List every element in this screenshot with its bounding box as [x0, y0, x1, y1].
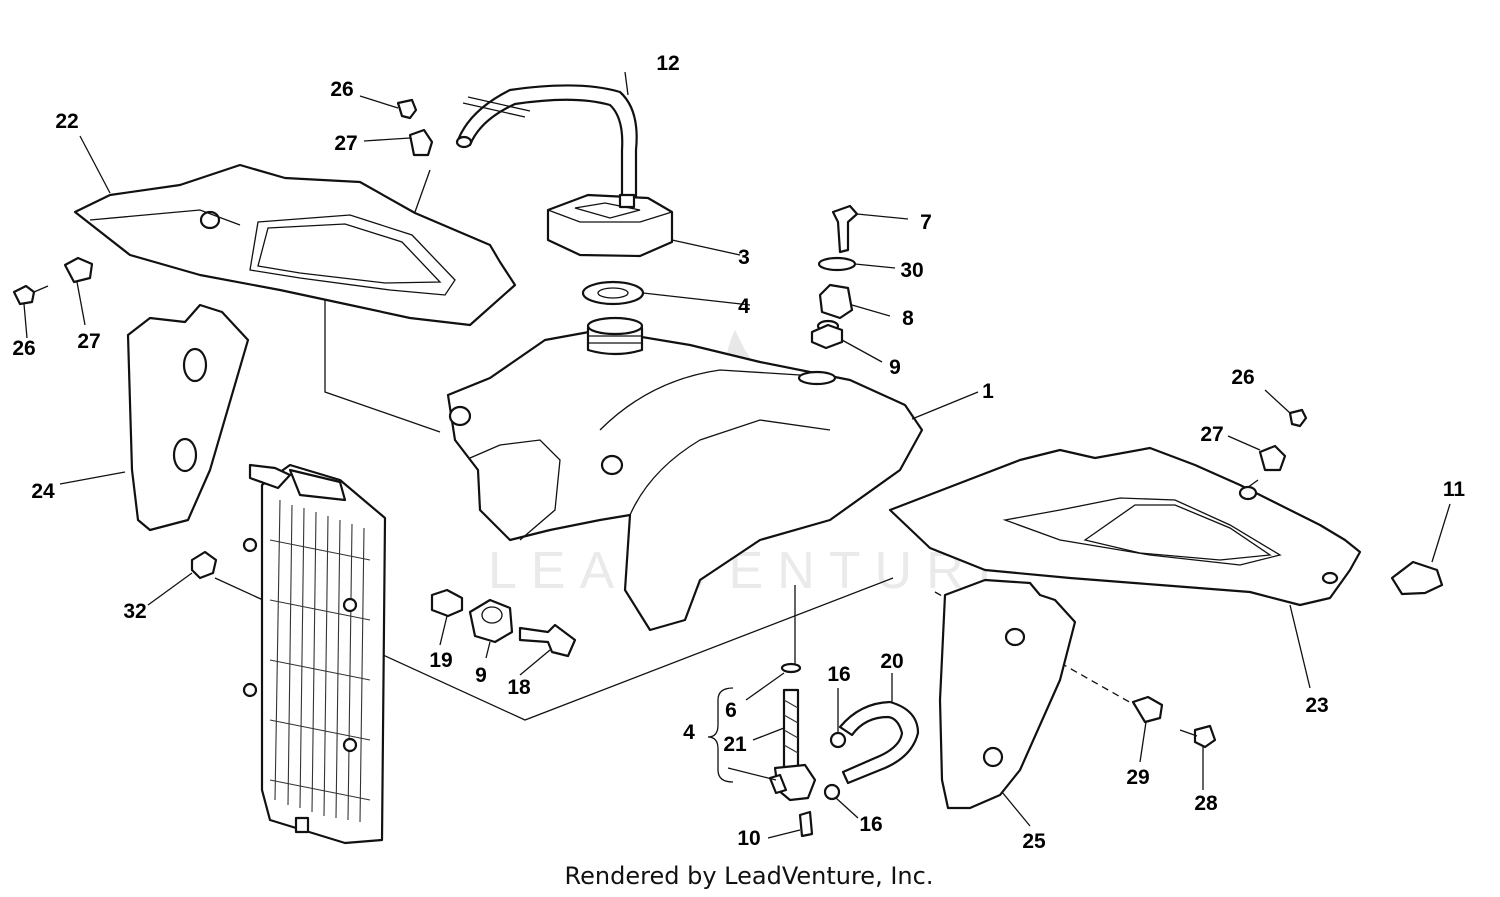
callout-label: 26 — [1231, 366, 1254, 389]
callout-label: 22 — [55, 110, 78, 133]
callout-label: 18 — [507, 676, 531, 699]
callout-label: 7 — [920, 211, 932, 234]
callout-leaders — [23, 71, 1451, 839]
callout-label: 1 — [982, 380, 994, 403]
left-lower-panel — [126, 303, 250, 532]
callout-label: 29 — [1126, 766, 1149, 789]
fuel-hose — [823, 700, 920, 801]
vent-hose — [455, 84, 638, 202]
callout-label: 4 — [738, 295, 750, 318]
fasteners — [12, 98, 1308, 749]
callout-label: 9 — [889, 356, 901, 379]
callout-label: 27 — [334, 132, 357, 155]
callout-label: 23 — [1305, 694, 1328, 717]
callout-label: 21 — [723, 733, 747, 756]
callout-label: 16 — [827, 663, 850, 686]
callout-label: 25 — [1022, 830, 1046, 853]
callout-label: 10 — [737, 827, 760, 850]
callout-label: 26 — [330, 78, 353, 101]
tank-mount-stack — [810, 204, 859, 350]
side-mount-stack — [430, 588, 577, 658]
callout-label: 26 — [12, 337, 35, 360]
callout-label: 30 — [900, 259, 923, 282]
fuel-petcock — [768, 662, 817, 838]
callout-label: 12 — [656, 52, 679, 75]
render-credit: Rendered by LeadVenture, Inc. — [565, 862, 934, 890]
callout-label: 6 — [725, 699, 737, 722]
callout-label: 27 — [1200, 423, 1223, 446]
callout-label: 24 — [31, 480, 55, 503]
callout-label: 4 — [683, 721, 695, 744]
callout-label: 16 — [859, 813, 882, 836]
clip-32 — [190, 550, 218, 580]
callout-labels: 12 26 27 22 26 27 3 4 7 30 8 9 1 24 32 1… — [12, 52, 1465, 853]
right-radiator-shroud — [888, 446, 1362, 607]
cap-gasket — [581, 280, 645, 306]
callout-label: 20 — [880, 650, 903, 673]
watermark-text: LEADVENTURE — [488, 542, 1026, 600]
callout-label: 8 — [902, 307, 914, 330]
left-radiator-shroud — [73, 163, 517, 327]
callout-label: 3 — [738, 246, 750, 269]
callout-label: 28 — [1194, 792, 1218, 815]
callout-label: 32 — [123, 600, 146, 623]
clip-11 — [1390, 560, 1444, 596]
radiator — [242, 463, 387, 845]
callout-label: 11 — [1443, 478, 1466, 501]
fuel-tank — [446, 316, 924, 632]
callout-label: 9 — [475, 664, 487, 687]
right-lower-panel — [938, 578, 1077, 810]
callout-label: 27 — [77, 330, 100, 353]
fuel-cap — [546, 193, 674, 258]
callout-label: 19 — [429, 649, 452, 672]
